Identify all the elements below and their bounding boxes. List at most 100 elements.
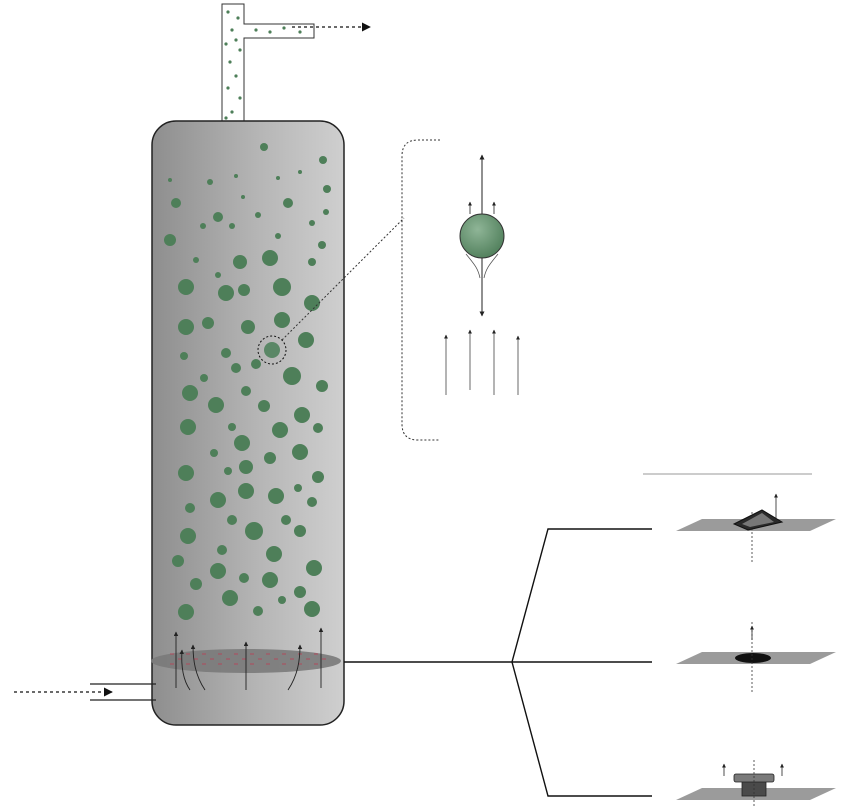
bed-particle: [245, 522, 263, 540]
bed-particle: [233, 255, 247, 269]
bed-particle: [312, 471, 324, 483]
bed-particle: [178, 604, 194, 620]
outlet-particle: [234, 38, 238, 42]
bed-particle: [304, 601, 320, 617]
bed-particle: [272, 422, 288, 438]
bed-particle: [231, 363, 241, 373]
bed-particle: [292, 444, 308, 460]
bed-particle: [306, 560, 322, 576]
bed-particle: [241, 195, 245, 199]
bed-particle: [200, 223, 206, 229]
bed-particle: [202, 317, 214, 329]
outlet-particle: [254, 28, 258, 32]
bed-particle: [276, 176, 280, 180]
detail-leader-line: [281, 217, 405, 341]
bed-particle: [273, 278, 291, 296]
bed-particle: [215, 272, 221, 278]
bed-particle: [217, 545, 227, 555]
bed-particle: [313, 423, 323, 433]
bed-particle: [210, 449, 218, 457]
outlet-particle: [224, 42, 228, 46]
bed-particle: [309, 220, 315, 226]
outlet-particle: [298, 30, 302, 34]
bed-particle: [274, 312, 290, 328]
bed-particle: [319, 156, 327, 164]
outlet-particle: [228, 60, 232, 64]
bed-particle: [172, 555, 184, 567]
bed-particle: [224, 467, 232, 475]
bed-particle: [185, 503, 195, 513]
bed-particle: [178, 279, 194, 295]
upward-gas-flow-arrows: [444, 329, 520, 395]
bed-particle: [278, 596, 286, 604]
bed-particle: [182, 385, 198, 401]
bed-particle: [228, 423, 236, 431]
detail-particle: [459, 213, 505, 259]
bed-particle: [316, 380, 328, 392]
bed-particle: [193, 257, 199, 263]
bed-particle: [178, 465, 194, 481]
outlet-particles: [224, 10, 302, 120]
bed-particles: [164, 143, 331, 620]
bed-particle: [218, 285, 234, 301]
outlet-particle: [230, 28, 234, 32]
bed-particle: [283, 198, 293, 208]
bed-particle: [262, 250, 278, 266]
fluidized-bed-column: [151, 120, 345, 726]
bed-particle: [283, 367, 301, 385]
outlet-particle: [268, 30, 272, 34]
bed-particle: [180, 528, 196, 544]
bed-particle: [323, 185, 331, 193]
bed-particle: [180, 419, 196, 435]
bed-particle: [208, 397, 224, 413]
bed-particle: [164, 234, 176, 246]
bed-particle: [266, 546, 282, 562]
bed-particle: [234, 435, 250, 451]
outlet-particle: [238, 48, 242, 52]
bed-particle: [234, 174, 238, 178]
bed-particle: [294, 484, 302, 492]
bed-particle: [298, 170, 302, 174]
bed-particle: [239, 460, 253, 474]
bed-particle: [251, 359, 261, 369]
bed-particle: [268, 488, 284, 504]
bed-particle: [281, 515, 291, 525]
outlet-particle: [224, 116, 228, 120]
outlet-particle: [234, 74, 238, 78]
bed-particle: [190, 578, 202, 590]
bed-particle: [207, 179, 213, 185]
bed-particle: [178, 319, 194, 335]
bed-particle: [318, 241, 326, 249]
outlet-particle: [282, 26, 286, 30]
bed-particle: [210, 492, 226, 508]
bed-particle: [323, 209, 329, 215]
tuyere-nozzle-distributor: [676, 760, 836, 806]
bed-particle: [227, 515, 237, 525]
bed-particle: [298, 332, 314, 348]
bed-particle: [210, 563, 226, 579]
distributor-variants-connector: [344, 528, 652, 797]
bed-particle: [264, 452, 276, 464]
bed-particle: [275, 233, 281, 239]
bed-particle: [239, 573, 249, 583]
outlet-particle: [238, 96, 242, 100]
bed-particle: [258, 400, 270, 412]
bed-particle: [200, 374, 208, 382]
bed-particle: [180, 352, 188, 360]
bed-particle: [255, 212, 261, 218]
outlet-particle: [226, 10, 230, 14]
outlet-particle: [236, 16, 240, 20]
bed-particle: [253, 606, 263, 616]
gas-outlet-pipe: [221, 3, 315, 125]
bed-particle: [307, 497, 317, 507]
gas-inlet-pipe: [90, 683, 156, 701]
bed-particle: [222, 590, 238, 606]
bed-particle: [238, 483, 254, 499]
bed-particle: [294, 586, 306, 598]
perforated-plate-distributor: [676, 622, 836, 692]
bed-particle: [294, 407, 310, 423]
bed-particle: [229, 223, 235, 229]
bubble-cap-distributor: [676, 493, 836, 564]
bed-particle: [168, 178, 172, 182]
